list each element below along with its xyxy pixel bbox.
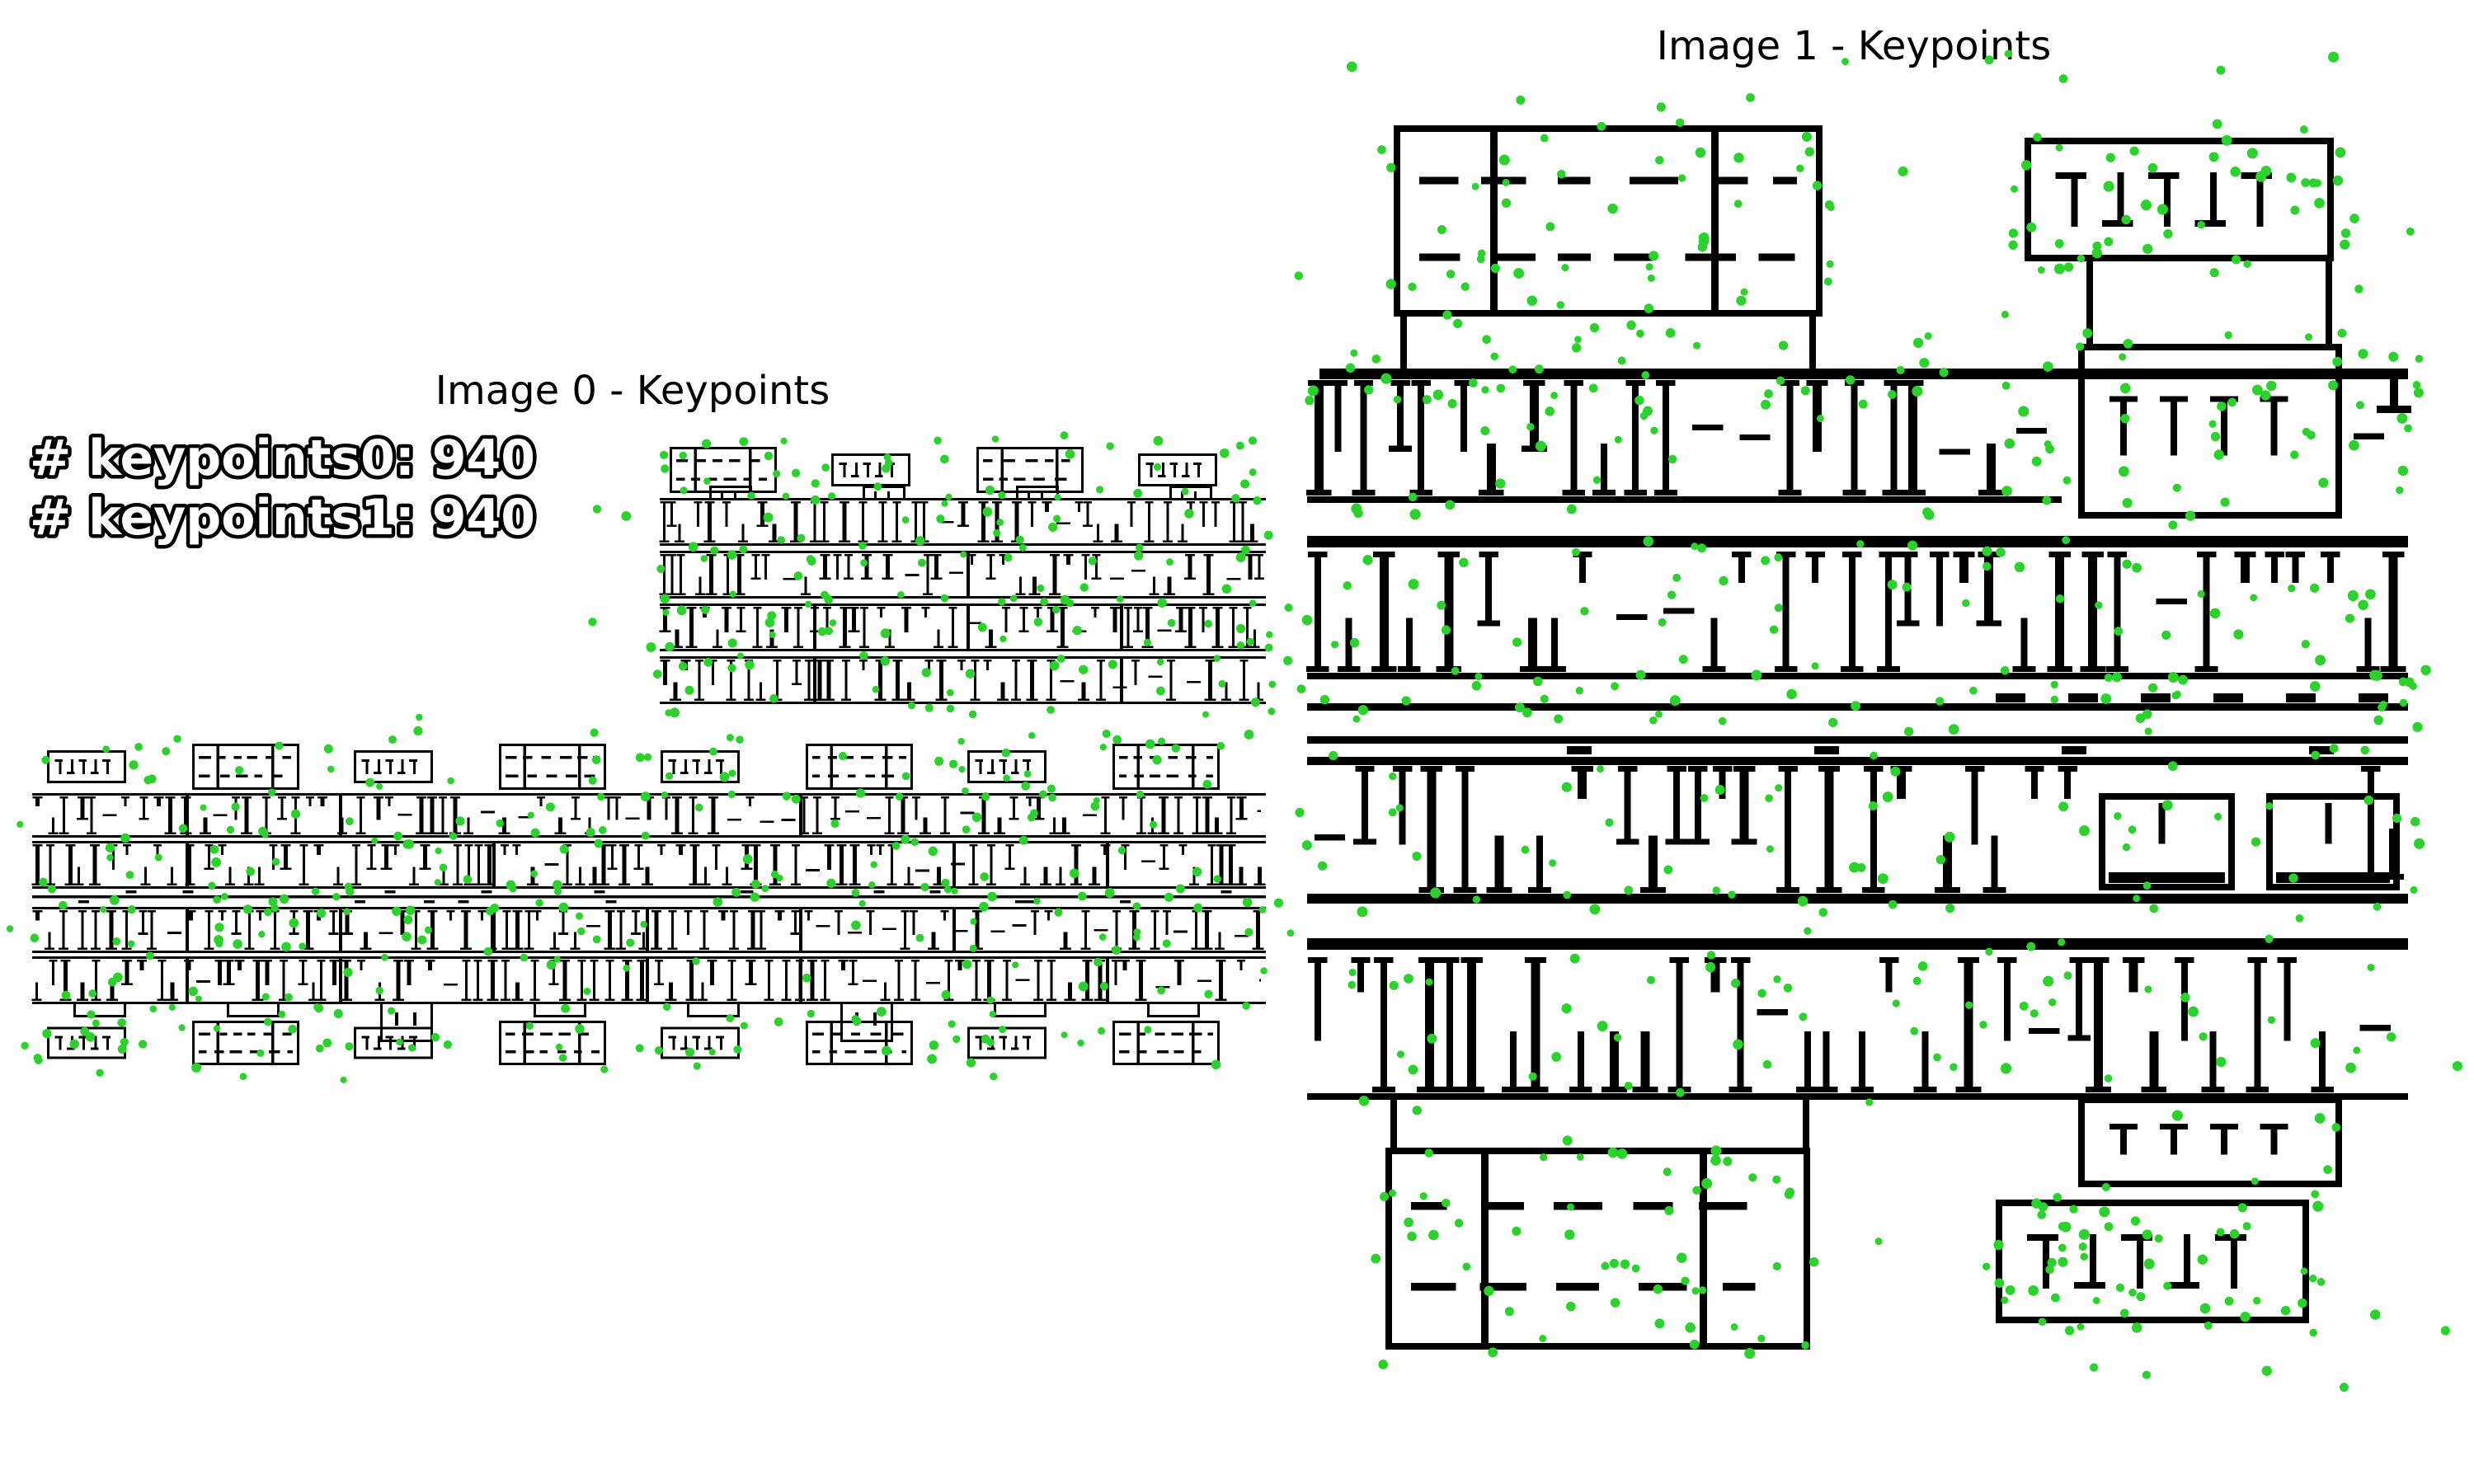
image1-keypoint-dots	[1294, 49, 2462, 1392]
keypoints1-count-label: # keypoints1: 940	[30, 489, 535, 547]
image1-plan-drawing	[1305, 125, 2411, 1350]
panel0-title: Image 0 - Keypoints	[435, 368, 830, 414]
image0-keypoint-dots	[6, 431, 1295, 1083]
keypoints0-count-label: # keypoints0: 940	[30, 430, 535, 487]
